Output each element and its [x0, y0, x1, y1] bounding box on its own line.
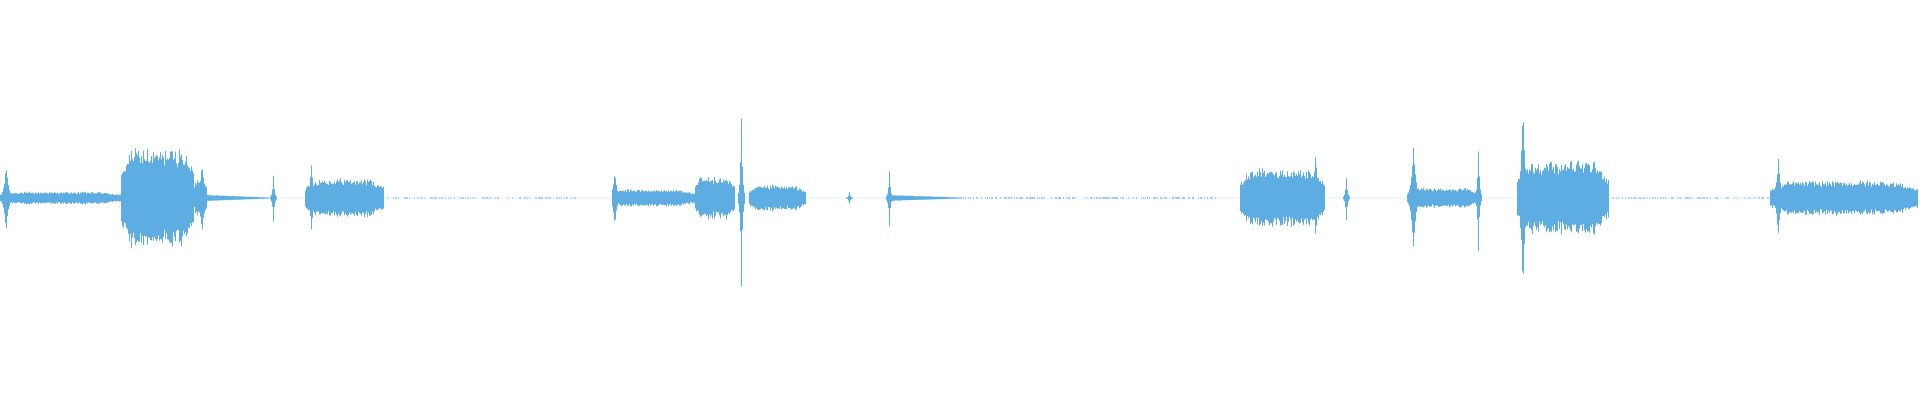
waveform-trace — [0, 118, 1918, 287]
